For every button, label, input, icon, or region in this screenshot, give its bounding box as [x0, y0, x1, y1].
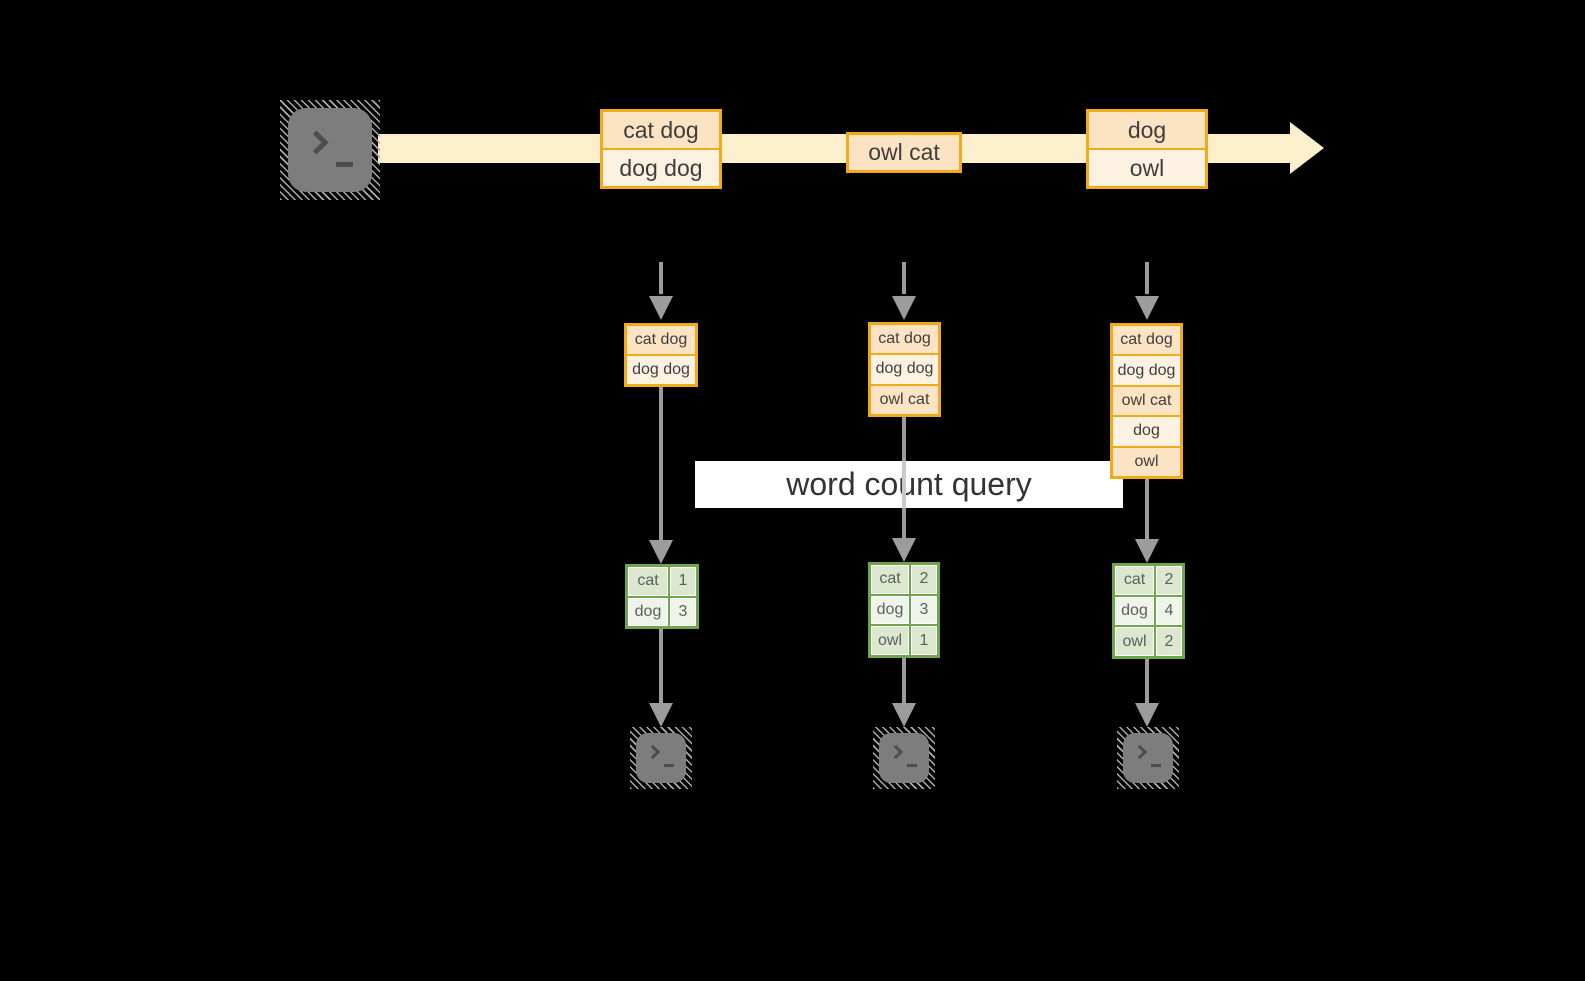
window-cell: dog dog — [1113, 356, 1180, 385]
arrow-shaft — [659, 629, 663, 705]
prompt-underscore-icon — [907, 764, 917, 767]
terminal-body — [636, 733, 686, 783]
query-label-text: word count query — [786, 466, 1032, 502]
count-value: 2 — [911, 565, 937, 594]
event-cell: owl — [1089, 150, 1205, 186]
window-cell: dog dog — [627, 356, 695, 384]
count-value: 3 — [670, 597, 696, 626]
event-cell: cat dog — [603, 112, 719, 148]
dashed-arrow-shaft — [1145, 262, 1149, 294]
event-cell: owl cat — [849, 135, 959, 170]
terminal-body — [1123, 733, 1173, 783]
window-cell: cat dog — [627, 326, 695, 354]
count-value: 3 — [911, 595, 937, 625]
event-cell: dog dog — [603, 150, 719, 186]
prompt-chevron-icon — [888, 744, 904, 760]
window-cell: cat dog — [1113, 326, 1180, 355]
count-table-1: cat 1 dog 3 — [625, 564, 699, 629]
window-stack-2: cat dog dog dog owl cat — [868, 322, 941, 417]
arrow-shaft — [1145, 479, 1149, 541]
count-value: 2 — [1156, 566, 1182, 595]
count-word: owl — [871, 626, 909, 655]
window-stack-1: cat dog dog dog — [624, 323, 698, 387]
window-cell: owl cat — [871, 385, 938, 414]
dashed-arrowhead — [649, 296, 673, 320]
stream-event-batch-3: dog owl — [1086, 109, 1208, 189]
prompt-chevron-icon — [645, 744, 661, 760]
window-cell: owl cat — [1113, 386, 1180, 416]
arrow-shaft — [902, 658, 906, 705]
prompt-underscore-icon — [336, 162, 353, 167]
dashed-arrowhead — [892, 296, 916, 320]
window-cell: dog — [1113, 417, 1180, 446]
output-terminal-icon — [1117, 727, 1179, 789]
count-word: cat — [871, 565, 909, 594]
arrowhead — [892, 538, 916, 562]
stream-arrowhead — [1290, 122, 1324, 174]
prompt-chevron-icon — [1132, 744, 1148, 760]
count-word: cat — [1115, 566, 1154, 595]
count-word: dog — [1115, 596, 1154, 626]
prompt-underscore-icon — [1151, 764, 1161, 767]
output-terminal-icon — [873, 727, 935, 789]
count-value: 2 — [1156, 627, 1182, 656]
count-value: 1 — [670, 567, 696, 596]
dashed-arrow-shaft — [659, 262, 663, 294]
prompt-underscore-icon — [664, 764, 674, 767]
arrowhead — [1135, 539, 1159, 563]
arrowhead — [649, 540, 673, 564]
dashed-arrow-shaft — [902, 262, 906, 294]
stream-event-batch-1: cat dog dog dog — [600, 109, 722, 189]
query-label: word count query — [695, 461, 1123, 508]
terminal-body — [288, 108, 372, 192]
window-stack-3: cat dog dog dog owl cat dog owl — [1110, 323, 1183, 479]
event-cell: dog — [1089, 112, 1205, 148]
count-value: 1 — [911, 626, 937, 655]
arrow-shaft — [659, 387, 663, 542]
arrowhead — [892, 703, 916, 727]
window-cell: dog dog — [871, 355, 938, 384]
count-word: cat — [628, 567, 668, 596]
dashed-arrowhead — [1135, 296, 1159, 320]
prompt-chevron-icon — [304, 130, 329, 155]
source-terminal-icon — [280, 100, 380, 200]
count-word: owl — [1115, 627, 1154, 656]
arrowhead — [1135, 703, 1159, 727]
arrow-shaft — [1145, 659, 1149, 705]
count-table-3: cat 2 dog 4 owl 2 — [1112, 563, 1185, 659]
count-word: dog — [628, 597, 668, 626]
window-cell: cat dog — [871, 325, 938, 354]
arrowhead — [649, 703, 673, 727]
arrow-shaft-overlay — [902, 461, 906, 508]
count-table-2: cat 2 dog 3 owl 1 — [868, 562, 940, 658]
count-word: dog — [871, 595, 909, 625]
window-cell: owl — [1113, 447, 1180, 477]
stream-event-batch-2: owl cat — [846, 132, 962, 173]
output-terminal-icon — [630, 727, 692, 789]
count-value: 4 — [1156, 596, 1182, 626]
terminal-body — [879, 733, 929, 783]
